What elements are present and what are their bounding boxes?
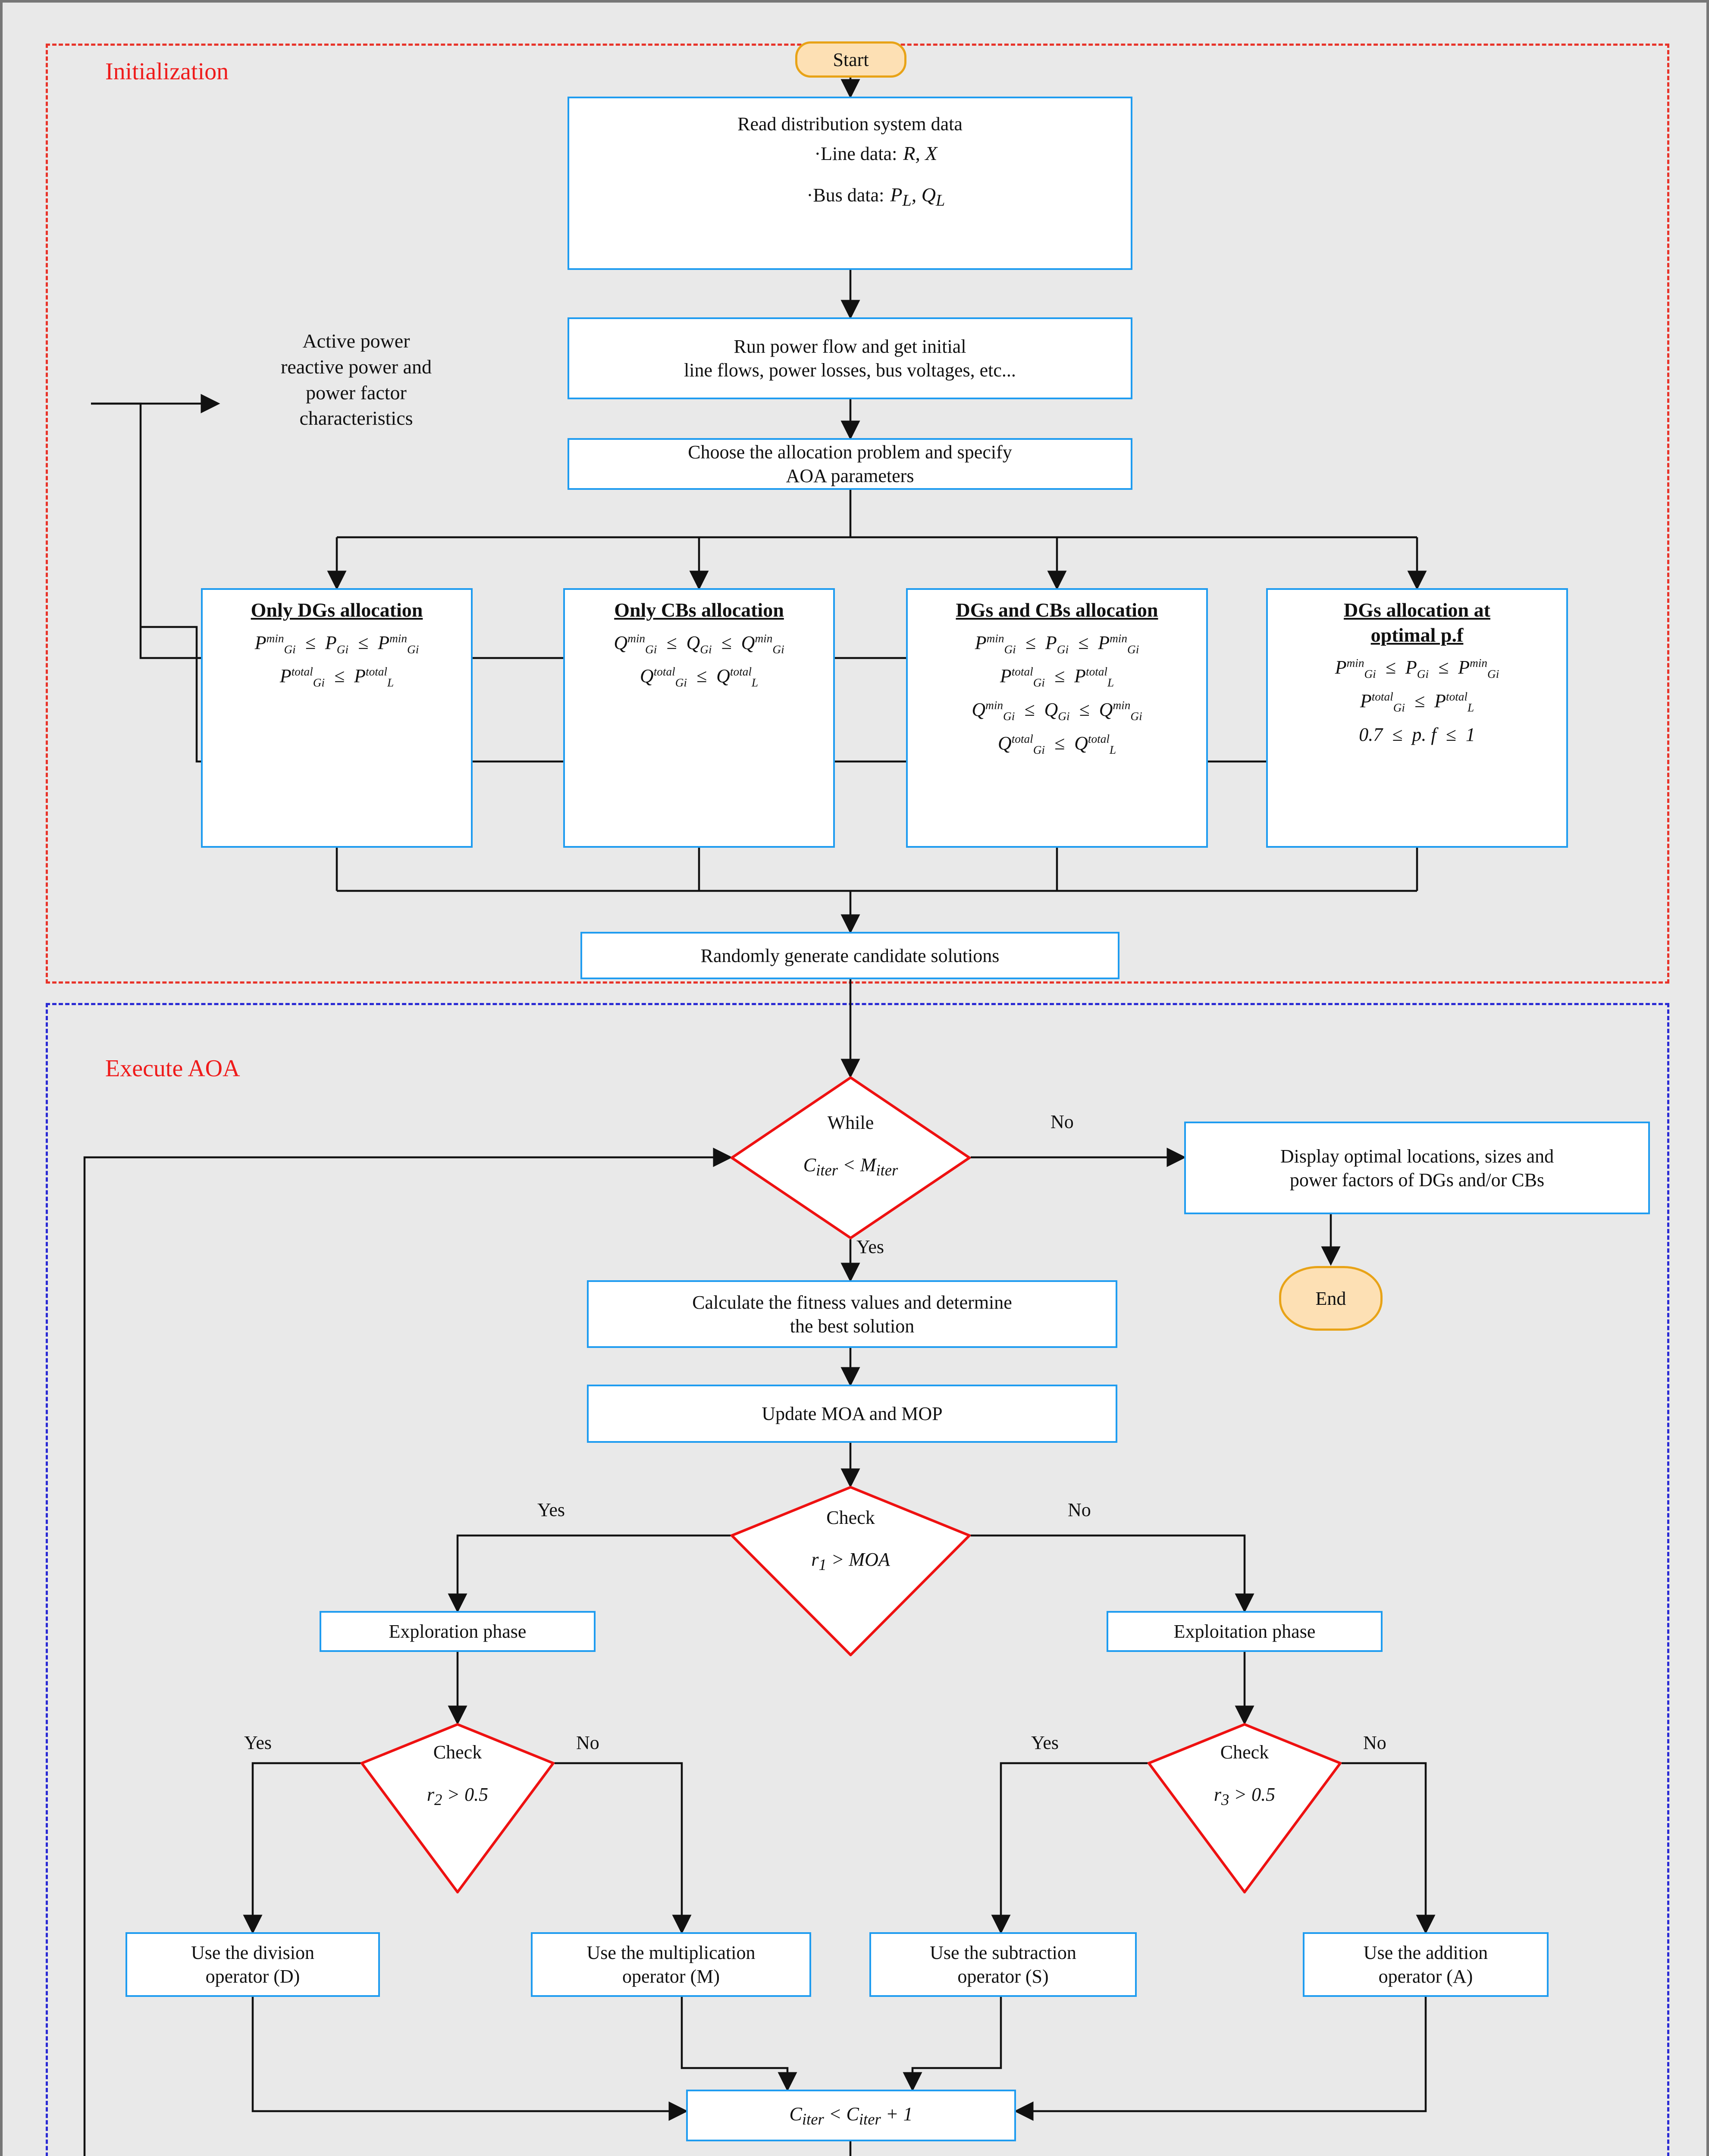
calc-fitness-line1: Calculate the fitness values and determi…	[692, 1291, 1012, 1313]
display-optimal-line2: power factors of DGs and/or CBs	[1289, 1169, 1545, 1191]
choose-problem-line1: Choose the allocation problem and specif…	[688, 442, 1012, 463]
box-only-cbs-allocation: Only CBs allocation QminGi ≤ QGi ≤ QminG…	[563, 588, 835, 848]
addition-operator-line1: Use the addition	[1363, 1942, 1488, 1963]
edge-label-r2-yes: Yes	[244, 1732, 272, 1753]
decision-check-moa: Check r1 > MOA	[731, 1486, 971, 1656]
dgs-optpf-title-line2: optimal p.f	[1370, 624, 1464, 646]
dgs-cbs-eq-2: QminGi ≤ QGi ≤ QminGi	[972, 699, 1142, 723]
box-display-optimal-results: Display optimal locations, sizes and pow…	[1184, 1122, 1650, 1214]
box-exploration-phase: Exploration phase	[320, 1611, 596, 1652]
box-multiplication-operator: Use the multiplication operator (M)	[531, 1932, 811, 1997]
only-cbs-eq-1: QtotalGi ≤ QtotalL	[640, 665, 759, 689]
bus-data-vars: PL, QL	[890, 183, 945, 210]
edge-label-while-no: No	[1050, 1111, 1074, 1132]
characteristics-line3: power factor	[306, 381, 407, 404]
choose-problem-line2: AOA parameters	[786, 465, 914, 486]
characteristics-line2: reactive power and	[281, 355, 432, 378]
display-optimal-line1: Display optimal locations, sizes and	[1280, 1145, 1554, 1167]
line-data-vars: R, X	[903, 142, 938, 164]
box-iteration-increment: Citer < Citer + 1	[686, 2090, 1016, 2141]
box-randomly-generate-candidates: Randomly generate candidate solutions	[580, 932, 1119, 979]
read-data-bullet-bus: ·Bus data:PL, QL	[806, 183, 945, 210]
box-subtraction-operator: Use the subtraction operator (S)	[869, 1932, 1137, 1997]
only-dgs-eq-0: PminGi ≤ PGi ≤ PminGi	[254, 631, 419, 656]
read-data-title: Read distribution system data	[737, 113, 963, 135]
dgs-cbs-title: DGs and CBs allocation	[956, 599, 1158, 621]
read-data-bullet-line: ·Line data:R, X	[814, 142, 938, 164]
decision-while-loop: While Citer < Miter	[731, 1076, 971, 1239]
box-calculate-fitness: Calculate the fitness values and determi…	[587, 1280, 1117, 1348]
only-cbs-title: Only CBs allocation	[614, 599, 784, 621]
box-run-power-flow-initial: Run power flow and get initial line flow…	[568, 317, 1132, 399]
division-operator-line2: operator (D)	[205, 1966, 300, 1987]
box-only-dgs-allocation: Only DGs allocation PminGi ≤ PGi ≤ PminG…	[201, 588, 473, 848]
exploitation-phase-text: Exploitation phase	[1173, 1621, 1316, 1642]
box-choose-allocation-problem: Choose the allocation problem and specif…	[568, 438, 1132, 490]
edge-label-while-yes: Yes	[856, 1236, 884, 1257]
decision-check-r3: Check r3 > 0.5	[1148, 1723, 1342, 1893]
multiplication-operator-line2: operator (M)	[622, 1966, 720, 1987]
iteration-increment-text: Citer < Citer + 1	[789, 2103, 913, 2128]
only-dgs-eq-1: PtotalGi ≤ PtotalL	[279, 665, 394, 689]
start-terminator: Start	[795, 41, 906, 78]
multiplication-operator-line1: Use the multiplication	[586, 1942, 756, 1963]
random-candidates-text: Randomly generate candidate solutions	[700, 945, 1000, 966]
run-pf-initial-line1: Run power flow and get initial	[734, 336, 966, 357]
edge-label-r3-yes: Yes	[1031, 1732, 1059, 1753]
end-terminator: End	[1279, 1266, 1383, 1331]
characteristics-line4: characteristics	[299, 407, 413, 429]
zone-label-initialization: Initialization	[105, 58, 229, 85]
box-division-operator: Use the division operator (D)	[125, 1932, 380, 1997]
edge-label-moa-no: No	[1068, 1499, 1091, 1520]
addition-operator-line2: operator (A)	[1378, 1966, 1473, 1987]
calc-fitness-line2: the best solution	[790, 1315, 915, 1337]
box-update-moa-mop: Update MOA and MOP	[587, 1385, 1117, 1443]
box-read-distribution-data: Read distribution system data ·Line data…	[568, 97, 1132, 270]
annotation-power-characteristics: Active power reactive power and power fa…	[235, 328, 477, 431]
box-exploitation-phase: Exploitation phase	[1107, 1611, 1383, 1652]
zone-label-execute-aoa: Execute AOA	[105, 1055, 240, 1082]
only-cbs-eq-0: QminGi ≤ QGi ≤ QminGi	[614, 631, 784, 656]
box-addition-operator: Use the addition operator (A)	[1303, 1932, 1549, 1997]
zone-execute-aoa	[46, 1003, 1669, 2156]
box-dgs-allocation-optimal-pf: DGs allocation at optimal p.f PminGi ≤ P…	[1266, 588, 1568, 848]
edge-label-moa-yes: Yes	[537, 1499, 565, 1520]
box-dgs-and-cbs-allocation: DGs and CBs allocation PminGi ≤ PGi ≤ Pm…	[906, 588, 1208, 848]
dgs-optpf-title-line1: DGs allocation at	[1344, 599, 1490, 621]
characteristics-line1: Active power	[302, 330, 410, 352]
edge-label-r3-no: No	[1363, 1732, 1386, 1753]
dgs-cbs-eq-1: PtotalGi ≤ PtotalL	[1000, 665, 1114, 689]
dgs-optpf-eq-0: PminGi ≤ PGi ≤ PminGi	[1335, 656, 1499, 680]
update-moa-mop-text: Update MOA and MOP	[762, 1403, 943, 1424]
subtraction-operator-line2: operator (S)	[957, 1966, 1049, 1987]
decision-check-r2: Check r2 > 0.5	[361, 1723, 555, 1893]
exploration-phase-text: Exploration phase	[389, 1621, 527, 1642]
run-pf-initial-line2: line flows, power losses, bus voltages, …	[684, 360, 1016, 381]
division-operator-line1: Use the division	[191, 1942, 314, 1963]
dgs-cbs-eq-3: QtotalGi ≤ QtotalL	[997, 732, 1116, 756]
dgs-optpf-eq-1: PtotalGi ≤ PtotalL	[1360, 690, 1474, 714]
subtraction-operator-line1: Use the subtraction	[930, 1942, 1076, 1963]
only-dgs-title: Only DGs allocation	[251, 599, 423, 621]
dgs-cbs-eq-0: PminGi ≤ PGi ≤ PminGi	[975, 631, 1139, 656]
dgs-optpf-eq-2: 0.7 ≤ p. f ≤ 1	[1359, 724, 1475, 745]
edge-label-r2-no: No	[576, 1732, 599, 1753]
